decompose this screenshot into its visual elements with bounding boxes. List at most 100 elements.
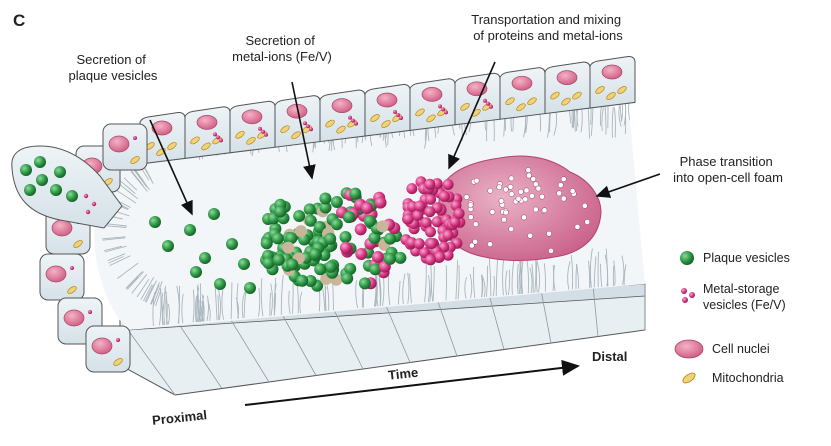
top-epithelium [139, 55, 636, 165]
microvillus [218, 289, 222, 321]
microvillus [130, 171, 148, 192]
mitochondrion [113, 358, 123, 366]
epithelial-cell [274, 95, 321, 148]
metal-vesicle [258, 126, 262, 131]
microvillus [269, 292, 271, 316]
microvillus [427, 275, 430, 302]
metal-vesicle [420, 217, 432, 229]
microvillus [201, 294, 205, 322]
microvillus [102, 237, 126, 241]
cell-nucleus [51, 219, 73, 237]
microvillus [288, 290, 291, 314]
foam-pore [546, 230, 552, 237]
vesicle [371, 251, 384, 263]
foam-pore [532, 206, 539, 213]
vesicle [394, 251, 407, 264]
epithelial-cell [589, 55, 636, 109]
foam-pore [560, 176, 567, 182]
metal-vesicle [441, 107, 445, 112]
microvillus [102, 236, 126, 240]
microvillus [221, 289, 224, 320]
foam-pore [584, 219, 591, 225]
floor-seam [282, 316, 317, 376]
vesicle [296, 274, 309, 287]
foam-pore [535, 185, 542, 192]
vesicle [271, 232, 284, 245]
cell-nucleus [196, 115, 218, 130]
foam-pore [526, 172, 532, 179]
microvillus [486, 265, 489, 297]
metal-vesicle [219, 138, 223, 143]
foam-pore [508, 175, 515, 182]
foam-pore [489, 209, 496, 215]
vesicle [374, 196, 387, 209]
mitochondrion [426, 114, 436, 123]
metal-vesicle [354, 121, 358, 126]
foam-pore [472, 238, 478, 245]
foam-pore [498, 198, 505, 204]
microvillus [529, 267, 533, 293]
metal-vesicle [303, 121, 307, 126]
microvillus [600, 263, 603, 287]
foam-pore [508, 226, 515, 232]
microvillus [620, 103, 624, 123]
metal-vesicle [213, 132, 217, 137]
foam-pore [522, 196, 529, 203]
microvillus [241, 292, 245, 319]
vesicle [314, 263, 327, 276]
foam-pore [539, 193, 545, 200]
microvillus [260, 278, 264, 317]
epithelial-cell [364, 83, 411, 137]
metal-vesicle [431, 216, 443, 228]
microvillus [375, 280, 378, 307]
vesicle [363, 215, 376, 227]
foam-pore [463, 194, 470, 200]
vesicle [309, 248, 322, 261]
metal-vesicle [442, 179, 454, 190]
annotation-arrows [149, 61, 661, 406]
microvillus [553, 265, 556, 291]
foam-pore [472, 221, 479, 228]
foam-pore [468, 214, 474, 220]
epithelial-cell [319, 89, 366, 143]
microvillus [199, 298, 203, 322]
foam-pore [529, 193, 535, 199]
floor-seam [127, 329, 176, 396]
mitochondrion [325, 119, 335, 128]
microvillus [589, 248, 593, 288]
microvillus [445, 265, 447, 301]
plaque-vesicle [149, 216, 161, 228]
microvillus [165, 291, 168, 325]
epithelial-cell [499, 67, 546, 120]
vesicle [343, 211, 356, 223]
microvillus [326, 285, 330, 311]
microvillus [432, 266, 435, 302]
foam-pore [556, 190, 563, 197]
vesicle [304, 214, 317, 227]
green-sphere-icon [680, 251, 694, 265]
metal-vesicle [88, 310, 92, 314]
floor-seam [489, 297, 505, 350]
microvillus [150, 282, 160, 305]
microvillus [567, 261, 571, 290]
microvillus [535, 256, 538, 293]
foam-pore [548, 248, 554, 254]
foam-pore [496, 184, 503, 191]
metal-vesicle [351, 118, 355, 123]
proximal-label: Proximal [151, 407, 207, 428]
epithelial-cell [229, 100, 276, 154]
metal-vesicle [438, 190, 450, 202]
microvillus [424, 263, 427, 303]
mitochondrion [73, 240, 83, 248]
microvillus [133, 168, 150, 191]
vesicle [293, 210, 306, 222]
microvillus [430, 280, 434, 302]
metal-vesicle [426, 238, 438, 249]
microvillus [516, 264, 519, 295]
plaque-vesicle [238, 258, 250, 270]
microvillus [133, 169, 148, 188]
vesicle [339, 231, 352, 243]
foam-pore [503, 209, 509, 216]
epithelial-cell [409, 78, 456, 131]
